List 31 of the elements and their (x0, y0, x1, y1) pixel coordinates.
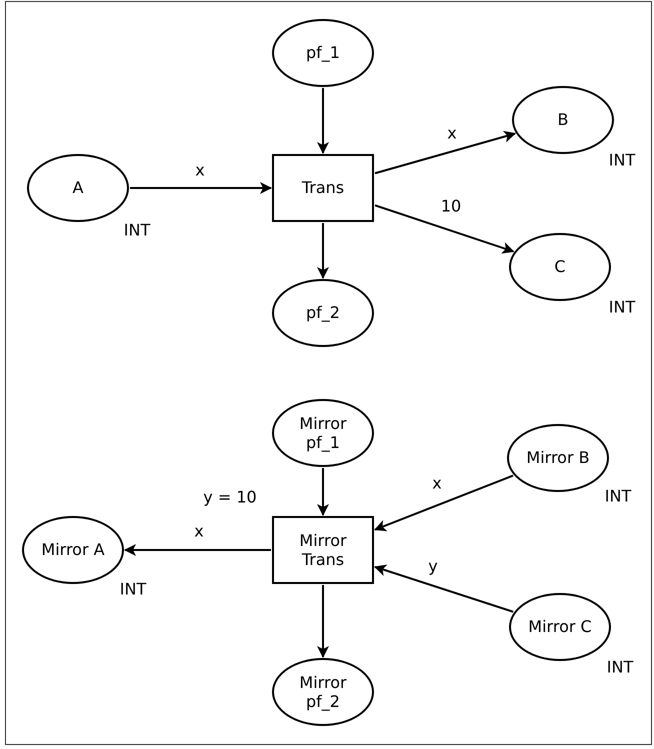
arrow (317, 223, 329, 279)
arrow (317, 585, 329, 658)
arrow (374, 204, 514, 254)
arrow (374, 130, 516, 174)
guard-label: y = 10 (203, 488, 257, 506)
transition-label: Trans (300, 178, 346, 198)
type-label: INT (604, 486, 632, 506)
arrow (374, 564, 514, 613)
arrow (374, 474, 514, 532)
place-label: A (72, 178, 84, 198)
arrow (317, 468, 329, 516)
arrow (317, 88, 329, 154)
arrow (130, 182, 272, 194)
place-label: Mirror pf_2 (298, 672, 348, 712)
place-label: B (556, 110, 570, 130)
place-label: pf_1 (305, 43, 341, 63)
place-label: C (553, 257, 567, 277)
type-label: INT (606, 658, 634, 676)
arrow (124, 544, 271, 556)
place-label: Mirror B (525, 448, 591, 468)
transition-box (272, 154, 374, 222)
type-label: INT (608, 150, 636, 170)
place-label: Mirror A (40, 540, 106, 560)
type-label: INT (124, 220, 150, 240)
place-label: Mirror C (527, 617, 593, 637)
type-label: INT (608, 298, 636, 316)
type-label: INT (120, 580, 146, 598)
place-label: pf_2 (305, 303, 341, 323)
transition-label: Mirror Trans (298, 530, 348, 570)
place-label: Mirror pf_1 (298, 414, 348, 452)
transition-box (272, 516, 374, 584)
